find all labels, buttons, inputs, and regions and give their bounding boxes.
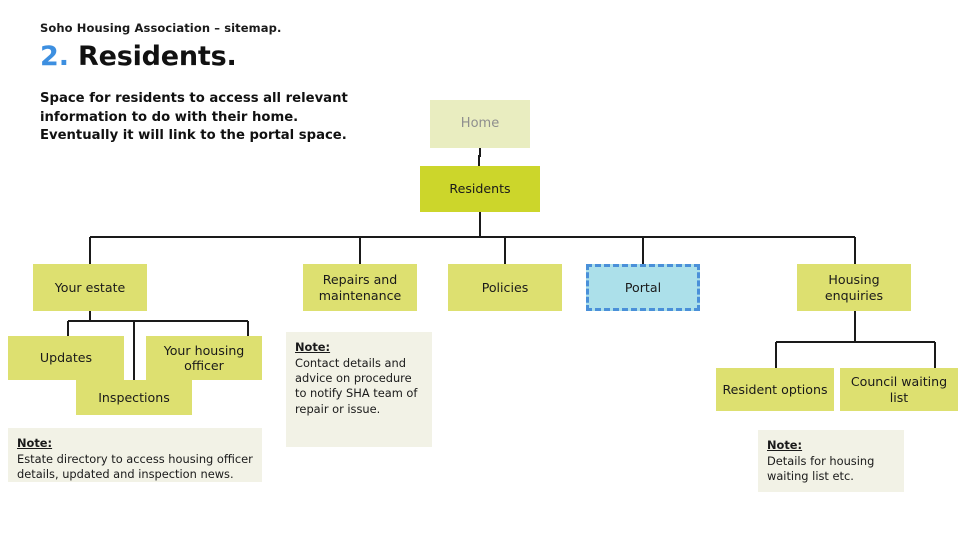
page-intro-text: Space for residents to access all releva… xyxy=(40,91,348,144)
node-housing-enquiries[interactable]: Housing enquiries xyxy=(797,264,911,311)
node-inspections[interactable]: Inspections xyxy=(76,380,192,415)
node-council-waiting-list[interactable]: Council waiting list xyxy=(840,368,958,411)
page-header: Soho Housing Association – sitemap. 2. R… xyxy=(40,21,420,72)
node-resident-options[interactable]: Resident options xyxy=(716,368,834,411)
node-residents[interactable]: Residents xyxy=(420,166,540,212)
note-estate-body: Estate directory to access housing offic… xyxy=(17,452,253,482)
note-estate-label: Note: xyxy=(17,436,53,450)
node-your-housing-officer[interactable]: Your housing officer xyxy=(146,336,262,380)
note-repairs-label: Note: xyxy=(295,340,331,354)
node-home[interactable]: Home xyxy=(430,100,530,148)
node-your-estate[interactable]: Your estate xyxy=(33,264,147,311)
node-updates[interactable]: Updates xyxy=(8,336,124,380)
note-repairs: Note: Contact details and advice on proc… xyxy=(286,332,432,447)
note-housing: Note: Details for housing waiting list e… xyxy=(758,430,904,492)
note-repairs-body: Contact details and advice on procedure … xyxy=(295,356,418,416)
note-estate: Note: Estate directory to access housing… xyxy=(8,428,262,482)
node-policies[interactable]: Policies xyxy=(448,264,562,311)
note-housing-label: Note: xyxy=(767,438,803,452)
page-title-text: Residents. xyxy=(78,40,237,72)
node-portal[interactable]: Portal xyxy=(586,264,700,311)
page-title: 2. Residents. xyxy=(40,42,420,72)
note-housing-body: Details for housing waiting list etc. xyxy=(767,454,875,484)
page-title-number: 2. xyxy=(40,40,70,72)
node-repairs-and-maintenance[interactable]: Repairs and maintenance xyxy=(303,264,417,311)
sitemap-kicker: Soho Housing Association – sitemap. xyxy=(40,21,282,35)
